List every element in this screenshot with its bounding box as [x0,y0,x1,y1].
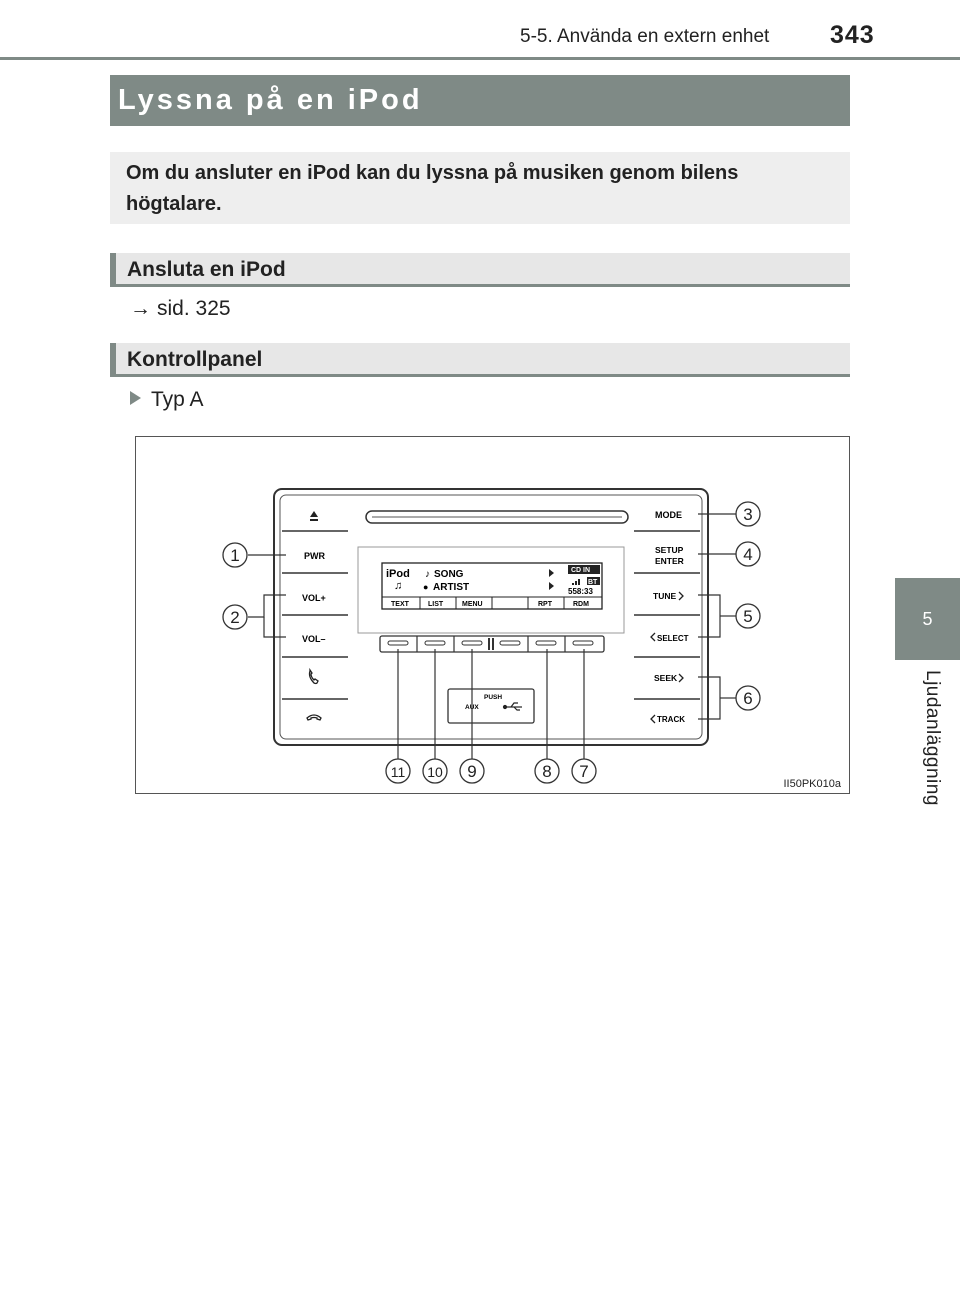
heading-control-panel: Kontrollpanel [110,343,850,377]
callout-circles [222,501,761,784]
type-label: Typ A [130,388,204,412]
softkey-text: TEXT [391,601,410,608]
chevron-right-icon [678,673,684,683]
chapter-tab[interactable]: 5 [895,578,960,660]
center-knob-icon[interactable] [488,638,494,650]
chevron-left-icon [650,632,656,642]
softkey-menu: MENU [462,601,483,608]
callout-4: 4 [743,545,752,564]
chevron-right-icon [678,591,684,601]
softkey-list: LIST [428,601,444,608]
head-unit-illustration: PWR VOL+ VOL– MODE SETUP ENTER TUNE SELE… [222,488,761,784]
play-arrow-icon [549,569,554,577]
eject-icon[interactable] [310,511,318,521]
bt-badge [587,577,600,585]
callout-10: 10 [427,764,443,780]
callout-1: 1 [230,546,239,565]
vol-up-button[interactable]: VOL+ [302,593,326,603]
bt-text: BT [588,579,598,586]
callout-11: 11 [391,764,406,780]
callout-6: 6 [743,689,752,708]
aux-push-label: PUSH [484,694,502,701]
section-breadcrumb: 5-5. Använda en extern enhet [520,26,770,47]
callout-9: 9 [467,762,476,781]
triangle-bullet-icon [130,391,141,405]
setup-button[interactable]: SETUP [655,545,684,555]
track-button[interactable]: TRACK [657,715,685,724]
callout-leaders [248,513,736,759]
callout-8: 8 [542,762,551,781]
control-panel-figure: PWR VOL+ VOL– MODE SETUP ENTER TUNE SELE… [135,436,850,794]
display-source: iPod [386,568,410,580]
right-button-column [634,530,700,700]
heading-connect-ipod: Ansluta en iPod [110,253,850,287]
page-reference-text: sid. 325 [157,297,231,320]
page-number: 343 [830,21,875,49]
tune-button[interactable]: TUNE [653,591,676,601]
mode-button[interactable]: MODE [655,510,682,520]
callout-5: 5 [743,607,752,626]
chapter-label: Ljudanläggning [922,670,943,806]
enter-button[interactable]: ENTER [655,556,684,566]
play-arrow-icon [549,582,554,590]
person-icon: ● [423,582,428,592]
phone-hangup-icon[interactable] [306,714,322,721]
type-label-text: Typ A [151,388,204,411]
display-time: 558:33 [568,587,593,596]
aux-usb-panel [447,688,535,724]
signal-icon [572,579,580,585]
display-song: SONG [434,569,464,580]
chevron-left-icon [650,714,656,724]
select-button[interactable]: SELECT [657,634,689,643]
header-divider [0,57,960,60]
music-note-icon: ♪ [425,569,430,580]
display-screen [381,562,603,610]
intro-text: Om du ansluter en iPod kan du lyssna på … [110,152,850,224]
cd-in-badge [568,565,600,574]
softkey-rdm: RDM [573,601,589,608]
figure-code: II50PK010a [783,778,842,790]
pwr-button[interactable]: PWR [304,551,325,561]
phone-pickup-icon[interactable] [308,667,319,685]
left-button-column [282,530,348,700]
page-reference[interactable]: → sid. 325 [130,297,231,321]
softkey-separators [419,597,565,609]
vol-down-button[interactable]: VOL– [302,634,326,644]
callout-7: 7 [579,762,588,781]
callout-2: 2 [230,608,239,627]
arrow-right-icon: → [130,297,151,320]
softkey-rpt: RPT [538,601,553,608]
preset-buttons[interactable] [387,640,594,646]
preset-button-separators [416,636,566,652]
page-title: Lyssna på en iPod [110,75,850,126]
seek-button[interactable]: SEEK [654,673,678,683]
display-artist: ARTIST [433,582,469,593]
head-unit-inner [279,494,703,740]
music-notes-icon: ♫ [394,580,402,592]
usb-icon[interactable] [502,702,523,711]
callout-3: 3 [743,505,752,524]
cd-in-text: CD IN [571,567,590,574]
